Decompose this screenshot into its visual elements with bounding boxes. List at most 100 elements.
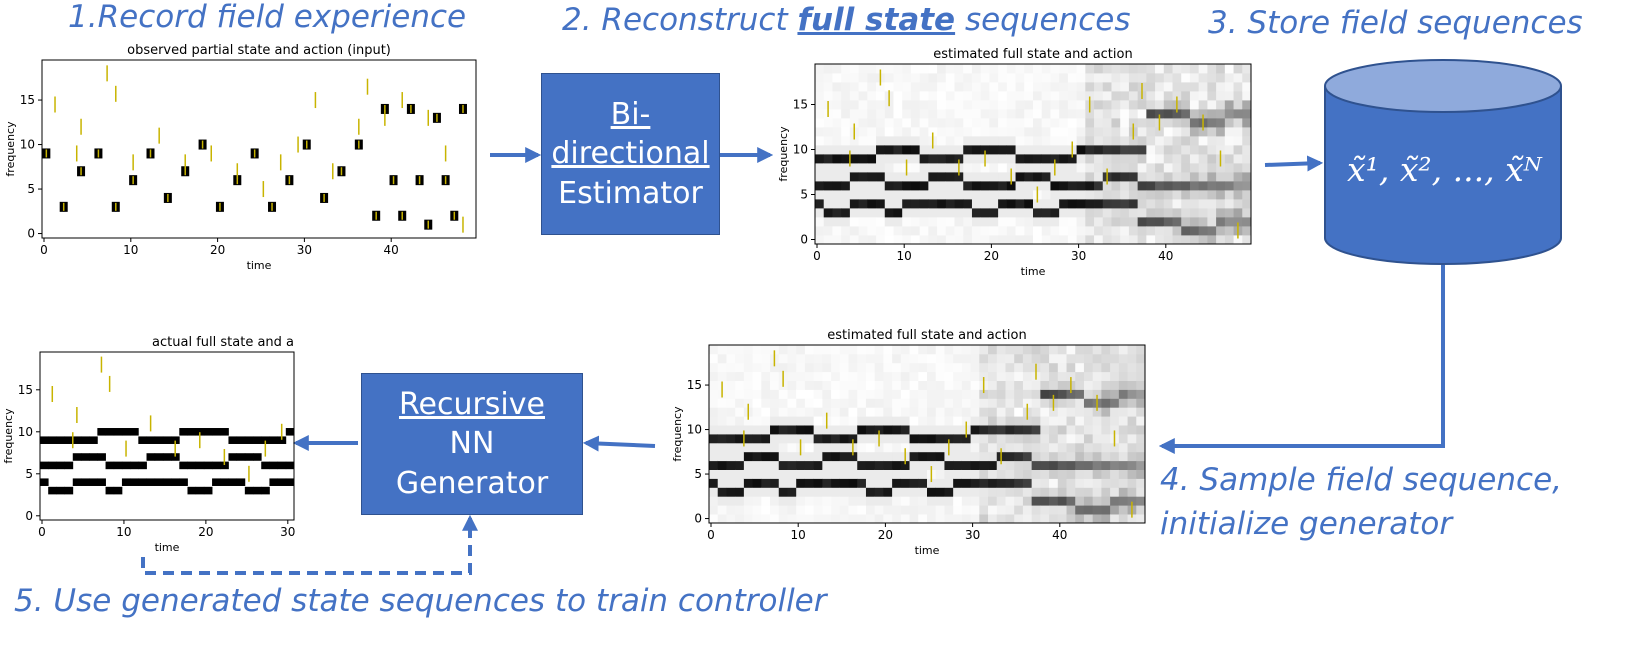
heat-cell (1094, 235, 1104, 245)
heat-cell (1128, 235, 1139, 245)
heat-cell (1049, 487, 1059, 497)
heat-cell (726, 442, 736, 453)
heat-cell (1120, 226, 1130, 236)
heat-cell (778, 451, 788, 462)
heat-cell (813, 407, 823, 417)
heat-cell (822, 407, 832, 417)
heat-cell (928, 100, 938, 110)
heat-cell (953, 345, 963, 355)
heat-cell (839, 380, 849, 390)
heat-cell (980, 199, 990, 209)
heat-cell (709, 460, 719, 470)
heat-cell (1120, 163, 1130, 173)
heat-cell (1066, 416, 1076, 426)
heat-cell (1006, 118, 1016, 128)
heat-cell (841, 190, 851, 200)
heat-cell (1066, 425, 1076, 435)
heat-cell (1067, 91, 1077, 101)
heat-cell (970, 416, 980, 426)
heat-cell (1083, 398, 1094, 408)
heat-cell (1207, 109, 1217, 119)
heat-cell (841, 91, 851, 101)
heat-cell (918, 362, 928, 373)
heat-cell (815, 136, 825, 146)
state-cell (277, 461, 287, 470)
heat-cell (743, 389, 753, 399)
heat-cell (988, 460, 998, 470)
heat-cell (849, 208, 859, 218)
heat-cell (1041, 190, 1051, 200)
heat-cell (1224, 91, 1234, 101)
heat-cell (1014, 389, 1024, 399)
heat-cell (1076, 82, 1086, 92)
heat-cell (1118, 496, 1128, 506)
heat-cell (1128, 217, 1139, 227)
state-cell (146, 436, 156, 444)
heat-cell (848, 345, 858, 355)
heat-cell (1075, 425, 1085, 435)
heat-cell (832, 190, 842, 200)
heat-cell (1031, 451, 1041, 462)
heat-cell (954, 127, 964, 137)
heat-cell (709, 434, 719, 444)
heat-cell (1146, 91, 1156, 101)
heat-cell (1005, 487, 1015, 497)
heat-cell (874, 425, 884, 435)
heat-cell (1083, 353, 1094, 364)
heat-cell (1014, 434, 1024, 444)
heat-cell (944, 345, 954, 355)
heat-cell (848, 398, 858, 408)
heat-cell (804, 371, 815, 381)
heat-cell (1067, 235, 1077, 245)
heat-cell (910, 100, 921, 110)
heat-cell (1224, 118, 1234, 128)
heat-cell (832, 127, 842, 137)
heat-cell (961, 451, 971, 462)
heat-cell (839, 478, 849, 488)
heat-cell (1127, 425, 1137, 435)
heat-cell (1092, 478, 1102, 488)
heat-cell (1155, 190, 1165, 200)
heat-cell (1118, 353, 1128, 364)
heat-cell (970, 345, 980, 355)
heat-cell (1233, 118, 1243, 128)
heat-cell (1216, 109, 1226, 119)
heat-cell (778, 345, 788, 355)
heat-cell (884, 73, 894, 83)
heat-cell (910, 199, 921, 209)
heat-cell (963, 100, 973, 110)
heat-cell (902, 73, 912, 83)
heat-cell (963, 145, 973, 155)
heat-cell (893, 73, 903, 83)
heat-cell (996, 434, 1006, 444)
heat-cell (1216, 172, 1226, 182)
heat-cell (1006, 145, 1016, 155)
heat-cell (857, 353, 867, 364)
heat-cell (770, 407, 780, 417)
heat-cell (743, 416, 753, 426)
heat-cell (831, 362, 841, 373)
heat-cell (1057, 487, 1067, 497)
heat-cell (928, 145, 938, 155)
heat-cell (831, 442, 841, 453)
heat-cell (1189, 127, 1200, 137)
heat-cell (979, 371, 989, 381)
heat-cell (709, 469, 719, 479)
heat-cell (874, 398, 884, 408)
heat-cell (1198, 73, 1208, 83)
heat-cell (884, 145, 894, 155)
heat-cell (1128, 190, 1139, 200)
heat-cell (717, 514, 727, 524)
heat-cell (893, 199, 903, 209)
heat-cell (796, 345, 806, 355)
heat-cell (1110, 345, 1120, 355)
state-cell (244, 486, 254, 495)
heat-cell (726, 487, 736, 497)
heat-cell (1224, 154, 1234, 164)
heat-cell (822, 362, 832, 373)
heat-cell (902, 127, 912, 137)
heat-cell (849, 73, 859, 83)
heat-cell (1242, 118, 1252, 128)
heat-cell (1094, 208, 1104, 218)
